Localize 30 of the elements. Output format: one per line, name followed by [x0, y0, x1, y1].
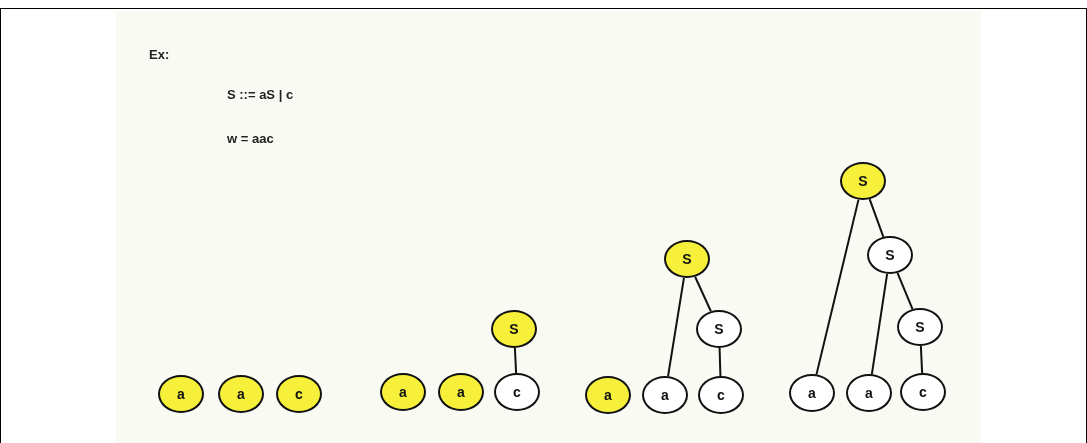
- node-symbol: a: [237, 386, 245, 402]
- tree-branch-line: [815, 198, 860, 376]
- example-label: Ex:: [149, 47, 170, 62]
- node-symbol: S: [885, 247, 895, 263]
- node-symbol: a: [865, 385, 873, 401]
- tree-branch-line: [667, 276, 685, 378]
- grammar-text: S ::= aS | c: [227, 87, 294, 102]
- tree-branch-line: [919, 345, 924, 374]
- node-symbol: c: [513, 384, 521, 400]
- node-symbol: a: [808, 385, 816, 401]
- node-symbol: S: [858, 173, 868, 189]
- node-symbol: a: [457, 384, 465, 400]
- node-symbol: a: [399, 384, 407, 400]
- tree-branch-line: [513, 347, 518, 374]
- node-symbol: S: [714, 321, 724, 337]
- tree-branch-line: [718, 347, 722, 377]
- node-symbol: c: [717, 387, 725, 403]
- tree-branch-line: [896, 271, 914, 311]
- node-symbol: a: [661, 387, 669, 403]
- node-symbol: S: [682, 251, 692, 267]
- node-symbol: a: [177, 386, 185, 402]
- node-symbol: S: [915, 319, 925, 335]
- grammar-text: w = aac: [227, 131, 274, 146]
- node-symbol: a: [604, 387, 612, 403]
- tree-branch-line: [694, 275, 712, 313]
- node-symbol: c: [919, 384, 927, 400]
- node-symbol: S: [509, 321, 519, 337]
- node-symbol: c: [295, 386, 303, 402]
- tree-branch-line: [868, 198, 885, 238]
- tree-branch-line: [870, 272, 889, 376]
